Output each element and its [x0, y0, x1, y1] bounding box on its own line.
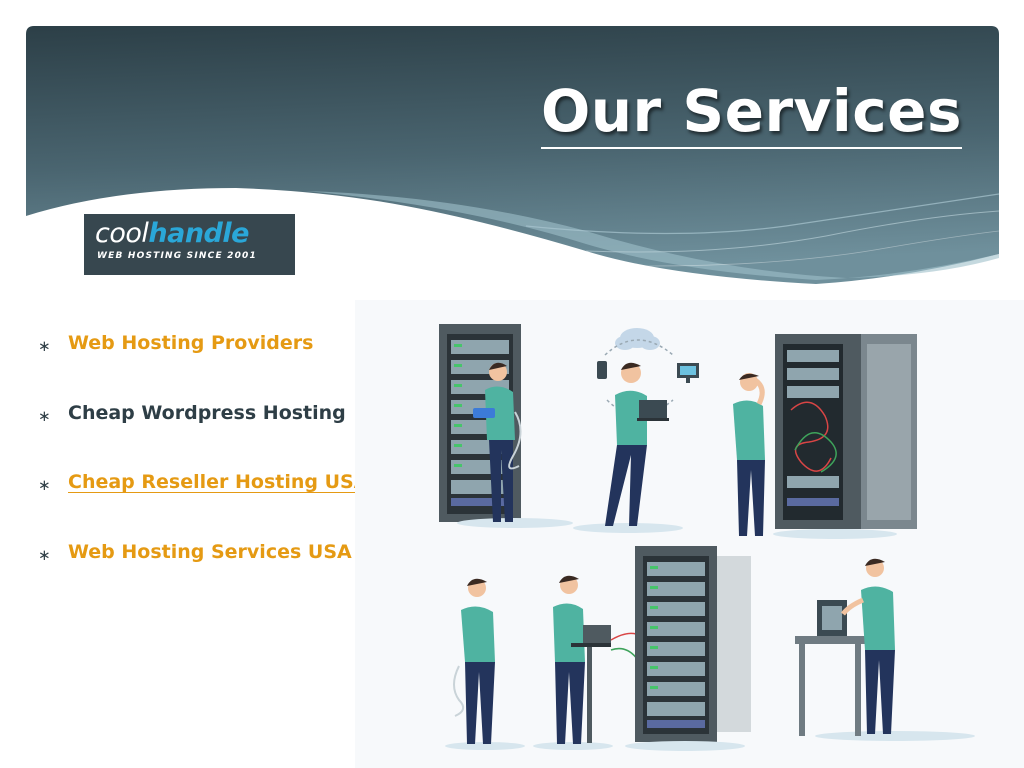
page-title: Our Services [540, 78, 962, 149]
service-link-web-hosting-services-usa[interactable]: Web Hosting Services USA [68, 540, 352, 563]
service-link-web-hosting-providers[interactable]: Web Hosting Providers [68, 332, 314, 354]
service-link-cheap-reseller-hosting-usa[interactable]: Cheap Reseller Hosting USA [68, 471, 369, 493]
technician-figure [841, 558, 895, 734]
logo-wordmark-cool: cool [95, 218, 149, 249]
logo-tagline: WEB HOSTING SINCE 2001 [97, 251, 257, 261]
server-rack-icon [635, 546, 751, 742]
logo-wordmark-handle: handle [148, 218, 249, 249]
list-item: ∗ Web Hosting Providers [38, 332, 368, 402]
services-list: ∗ Web Hosting Providers ∗ Cheap Wordpres… [38, 332, 368, 610]
bullet-icon: ∗ [38, 406, 51, 425]
bullet-icon: ∗ [38, 476, 51, 494]
header-banner [26, 26, 999, 284]
list-item: ∗ Cheap Wordpress Hosting [38, 402, 368, 472]
cloud-icon [615, 328, 660, 350]
technician-figure [473, 362, 522, 522]
phone-icon [597, 361, 607, 379]
logo-wordmark: coolhandle [95, 220, 249, 247]
coolhandle-logo: coolhandle WEB HOSTING SINCE 2001 [84, 214, 295, 275]
workbench-icon [795, 600, 865, 736]
technician-figure [453, 578, 495, 744]
technician-figure [553, 575, 611, 744]
bullet-icon: ∗ [38, 337, 51, 355]
server-illustration [355, 300, 1024, 768]
technician-figure [605, 362, 669, 526]
server-rack-icon [775, 334, 917, 529]
technician-figure [733, 373, 765, 536]
list-item: ∗ Cheap Reseller Hosting USA [38, 471, 368, 541]
list-item: ∗ Web Hosting Services USA [38, 541, 368, 611]
bullet-icon: ∗ [38, 545, 51, 564]
service-text-cheap-wordpress-hosting: Cheap Wordpress Hosting [68, 401, 346, 424]
monitor-icon [677, 363, 699, 383]
